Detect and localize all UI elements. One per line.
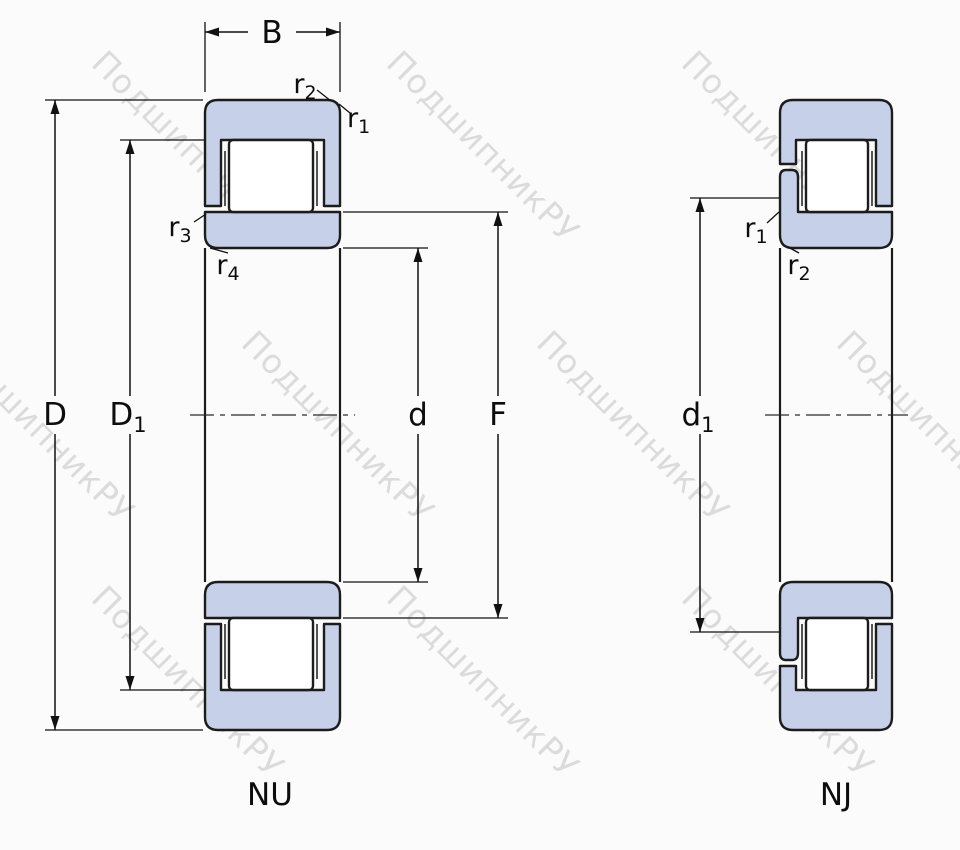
arrowhead-up xyxy=(125,140,135,154)
nu-radii-labels: r2 r1 r3 r4 xyxy=(168,69,370,285)
watermark-text: ПодшипникРУ xyxy=(829,323,960,531)
r4-leader-line xyxy=(209,247,229,254)
dim-label-d1: d1 xyxy=(681,397,714,437)
dim-label-D1: D1 xyxy=(109,397,146,437)
nj-inner-ring-bottom xyxy=(778,580,894,662)
arrowhead-right xyxy=(326,27,340,37)
arrowhead-up xyxy=(493,212,503,226)
dimension-d1: d1 xyxy=(681,197,779,633)
nj-outer-ring-top xyxy=(778,98,894,208)
nj-inner-ring-top xyxy=(778,168,894,250)
arrowhead-left xyxy=(205,27,219,37)
watermark-text: ПодшипникРУ xyxy=(379,578,587,786)
arrowhead-up xyxy=(413,248,423,262)
dim-label-B: B xyxy=(261,15,282,51)
r2-leader-line xyxy=(787,246,800,254)
nu-inner-ring-bottom xyxy=(203,580,342,620)
nj-outer-ring-bottom xyxy=(778,622,894,732)
arrowhead-up xyxy=(50,100,60,114)
nu-roller-bottom xyxy=(227,616,315,692)
r2-label: r2 xyxy=(787,250,810,285)
nj-roller-bottom xyxy=(804,616,870,692)
dim-label-d: d xyxy=(408,397,428,433)
dimension-B: B xyxy=(204,15,341,92)
arrowhead-up xyxy=(695,198,705,212)
dimension-F: F xyxy=(343,211,508,619)
watermark-text: ПодшипникРУ xyxy=(379,43,587,251)
nj-roller-top xyxy=(804,138,870,214)
arrowhead-down xyxy=(50,716,60,730)
r1-leader-line xyxy=(338,103,351,114)
nu-roller-top xyxy=(227,138,315,214)
view-name-nj: NJ xyxy=(820,777,852,813)
nu-inner-ring-top xyxy=(203,210,342,250)
r1-leader-line xyxy=(766,211,780,224)
r4-label: r4 xyxy=(216,250,239,285)
dimension-d: d xyxy=(343,247,428,583)
nu-outer-ring-bottom xyxy=(203,622,342,732)
arrowhead-down xyxy=(413,568,423,582)
r1-label: r1 xyxy=(744,213,767,248)
arrowhead-down xyxy=(695,618,705,632)
nj-bearing-view xyxy=(765,98,908,732)
r3-leader-line xyxy=(193,213,207,223)
dimension-D1: D1 xyxy=(109,139,204,691)
nj-radii-labels: r1 r2 xyxy=(744,211,811,285)
nu-bearing-view xyxy=(190,98,355,732)
dimension-D: D xyxy=(43,99,203,731)
arrowhead-down xyxy=(125,676,135,690)
dim-label-F: F xyxy=(489,397,507,433)
r1-label: r1 xyxy=(347,103,370,138)
view-name-nu: NU xyxy=(247,777,293,813)
arrowhead-down xyxy=(493,604,503,618)
r3-label: r3 xyxy=(168,212,191,247)
r2-label: r2 xyxy=(293,69,316,104)
dim-label-D: D xyxy=(43,397,67,433)
r2-leader-line xyxy=(316,89,332,102)
